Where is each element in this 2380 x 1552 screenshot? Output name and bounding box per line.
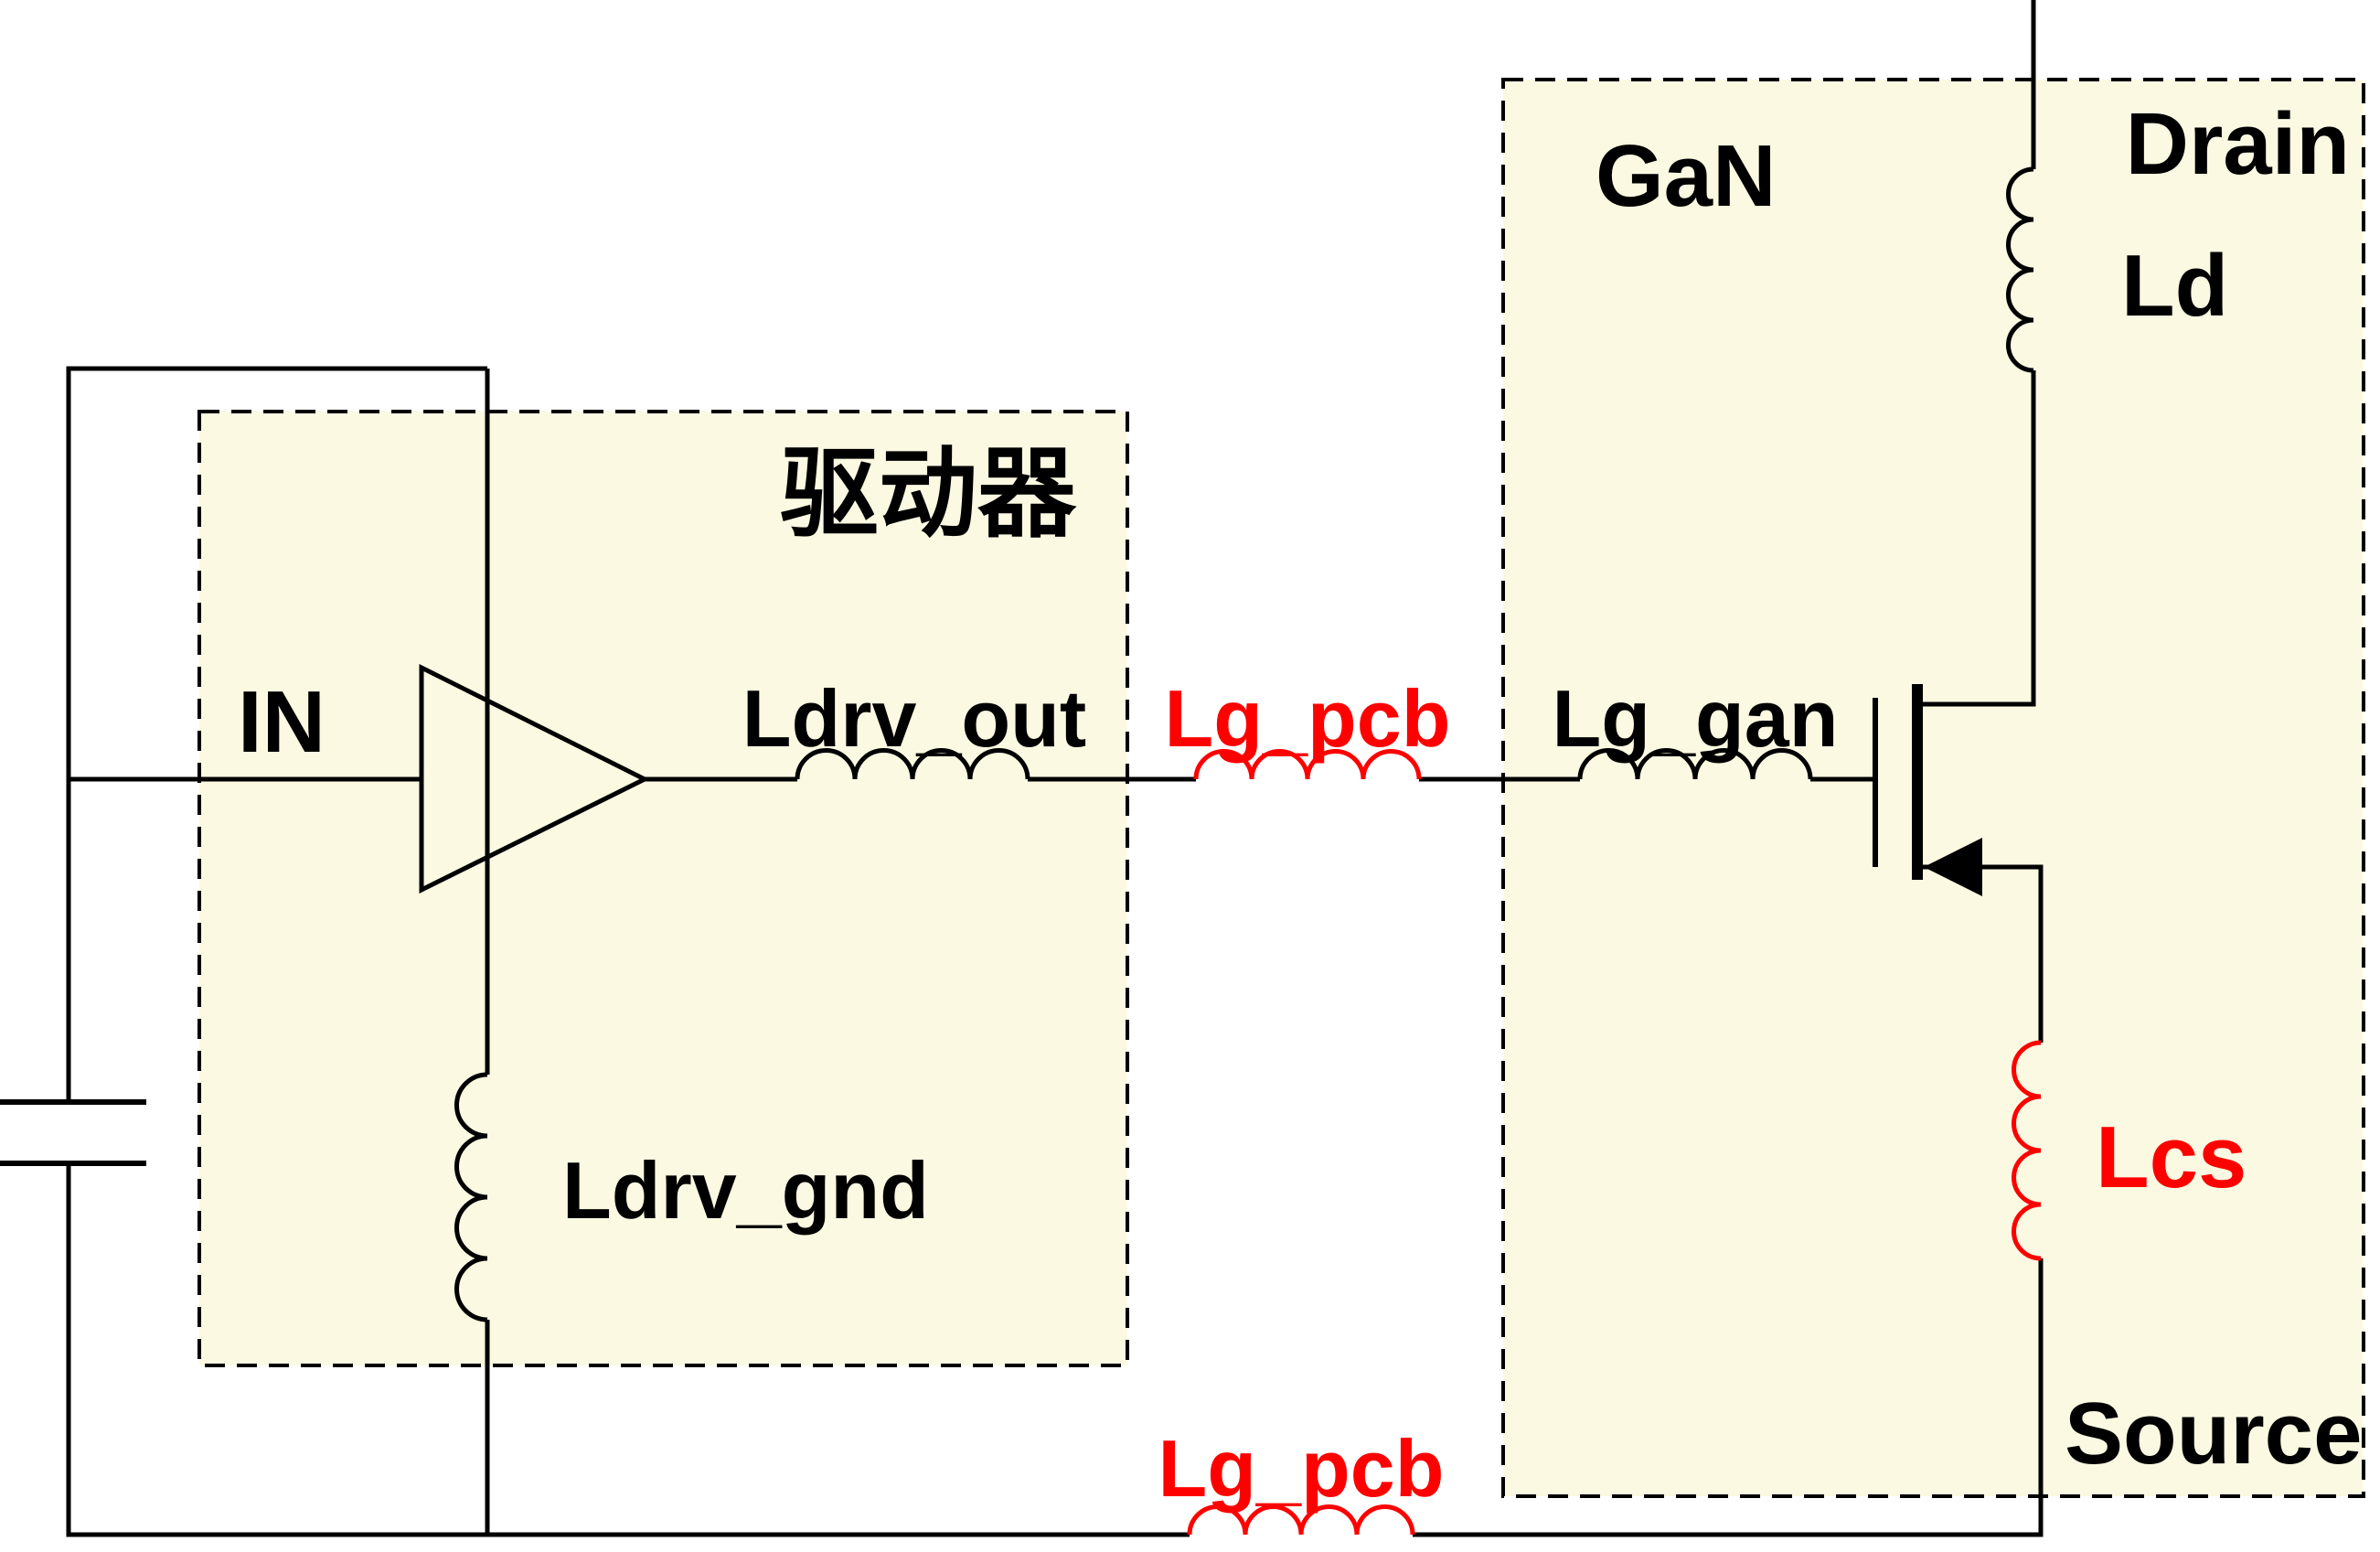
lg-pcb-return-label: Lg_pcb [1158, 1423, 1445, 1514]
lg-pcb-return-inductor [1187, 1504, 1415, 1536]
ldrv-gnd-label: Ldrv_gnd [562, 1145, 929, 1236]
lg-pcb-gate-inductor [1193, 749, 1422, 780]
lg-gan-label: Lg_gan [1553, 673, 1839, 764]
source-terminal-label: Source [2065, 1385, 2362, 1482]
gan-transistor-icon [1873, 684, 1982, 896]
top-supply-wire [66, 366, 487, 1102]
lcs-label: Lcs [2096, 1108, 2247, 1206]
drain-wire [1917, 370, 2036, 707]
lcs-inductor [2012, 1040, 2042, 1261]
lg-pcb-gate-label: Lg_pcb [1165, 673, 1451, 764]
ld-inductor [2006, 166, 2034, 373]
ldrv-out-label: Ldrv_out [742, 673, 1086, 764]
input-label: IN [238, 673, 326, 771]
driver-box [197, 410, 1129, 1367]
ldrv-out-inductor [795, 748, 1030, 780]
input-capacitor [0, 1099, 146, 1166]
bottom-return-wire-right [1413, 1258, 2044, 1537]
wires [66, 0, 2044, 1537]
drain-terminal-label: Drain [2126, 95, 2350, 193]
gan-box-title: GaN [1596, 127, 1776, 225]
ldrv-gnd-inductor [454, 1072, 488, 1322]
driver-amplifier-icon [419, 663, 650, 894]
ld-label: Ld [2121, 237, 2228, 335]
left-rail-and-bottom-return-wire [66, 1163, 1190, 1537]
lg-gan-inductor [1577, 748, 1813, 780]
transistor-source-arrow-icon [1924, 838, 1982, 896]
gan-box [1501, 78, 2365, 1498]
driver-box-title: 驱动器 [780, 438, 1077, 549]
